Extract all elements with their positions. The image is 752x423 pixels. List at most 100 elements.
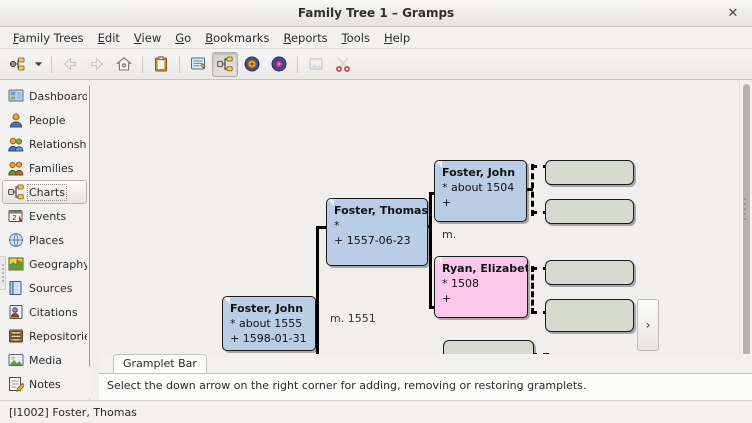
menu-item-reports[interactable]: Reports (283, 30, 328, 45)
toolbar-separator (51, 55, 52, 73)
sidebar-item-people[interactable]: People (2, 108, 87, 132)
menu-item-view[interactable]: View (133, 30, 162, 45)
menu-item-help[interactable]: Help (383, 30, 411, 45)
pedigree-box-ggp-4[interactable] (545, 299, 634, 332)
svg-text:2: 2 (13, 215, 17, 222)
sidebar-item-geography[interactable]: Geography (2, 252, 90, 276)
pedigree-death: + (442, 196, 452, 209)
canvas-scrollbar[interactable] (739, 80, 752, 400)
close-icon[interactable]: ✕ (727, 6, 739, 21)
sidebar-item-dashboard[interactable]: Dashboard (2, 84, 89, 108)
title-bar: Family Tree 1 – Gramps ✕ (0, 0, 752, 27)
charts-icon[interactable] (212, 51, 238, 77)
pedigree-box-ggp-1[interactable] (545, 160, 634, 185)
sidebar-item-events[interactable]: 2 Events (2, 204, 87, 228)
tab-gramplet-bar[interactable]: Gramplet Bar (113, 354, 207, 373)
pedigree-box-grandmother-paternal[interactable]: Ryan, Elizabeth* 1508+ (434, 256, 528, 318)
menu-item-bookmarks[interactable]: Bookmarks (205, 30, 270, 45)
media-icon[interactable] (303, 52, 329, 77)
go-back-icon[interactable] (57, 52, 83, 77)
canvas-scrollbar-grip (744, 198, 746, 220)
pedigree-box-root[interactable]: Foster, John * about 1555 + 1598-01-31 (222, 296, 316, 351)
chevron-down-icon[interactable] (31, 52, 46, 77)
sidebar-item-label: People (29, 113, 66, 127)
connector-dashed-ggm2 (531, 311, 549, 314)
status-text: [I1002] Foster, Thomas (9, 405, 137, 419)
sidebar-item-relationships[interactable]: Relationships (2, 132, 102, 156)
sidebar-item-families[interactable]: Families (2, 156, 87, 180)
sidebar-item-label: Events (29, 209, 67, 223)
reports-icon[interactable] (185, 52, 211, 77)
menu-bar: Family Trees Edit View Go Bookmarks Reports To… (0, 27, 752, 49)
marriage-label: m. 1551 (330, 312, 376, 325)
families-icon (8, 160, 24, 176)
window-title: Family Tree 1 – Gramps (297, 6, 455, 20)
person-chart-icon[interactable] (4, 52, 30, 77)
pedigree-box-ggp-2[interactable] (545, 199, 634, 224)
sidebar-item-label: Geography (29, 257, 90, 271)
gramplet-tabstrip: Gramplet Bar (113, 354, 207, 373)
sidebar-item-label: Charts (27, 183, 67, 201)
sidebar-item-sources[interactable]: Sources (2, 276, 87, 300)
pedigree-box-ggp-3[interactable] (545, 260, 634, 285)
menu-item-edit[interactable]: Edit (97, 30, 120, 45)
pedigree-death: + 1598-01-31 (230, 332, 307, 345)
pedigree-box-father[interactable]: Foster, Thomas*+ 1557-06-23 (326, 198, 428, 266)
canvas-scrollbar-thumb[interactable] (743, 84, 750, 396)
pedigree-death: + 1557-06-23 (334, 234, 411, 247)
sidebar-item-label: Notes (29, 377, 61, 391)
sidebar-item-media[interactable]: Media (2, 348, 87, 372)
notes-icon (8, 376, 26, 392)
scissors-icon[interactable] (330, 52, 356, 77)
repositories-icon (8, 328, 24, 344)
sidebar-item-label: Repositories (29, 329, 97, 343)
go-forward-icon[interactable] (84, 52, 110, 77)
sidebar-item-label: Places (29, 233, 64, 247)
globe-purple-icon[interactable] (266, 52, 292, 77)
pedigree-birth: * 1508 (442, 277, 479, 290)
toolbar-separator (179, 55, 180, 73)
globe-orange-icon[interactable] (239, 52, 265, 77)
dashboard-icon (8, 88, 24, 104)
relationships-icon (8, 136, 24, 152)
connector-dashed-ggm-top (531, 266, 534, 314)
pedigree-birth: * about 1504 (442, 181, 515, 194)
sources-icon (8, 280, 24, 296)
menu-item-family-trees[interactable]: Family Trees (13, 30, 84, 45)
places-icon (8, 232, 24, 248)
menu-item-go[interactable]: Go (175, 30, 192, 45)
pedigree-birth: * about 1555 (230, 317, 303, 330)
sidebar-item-charts[interactable]: Charts (2, 180, 87, 204)
status-bar: [I1002] Foster, Thomas (0, 400, 752, 423)
pedigree-birth: * (334, 219, 340, 232)
home-person-icon[interactable] (111, 52, 137, 77)
events-icon: 2 (8, 208, 24, 224)
sidebar-item-notes[interactable]: Notes (2, 372, 87, 396)
sidebar-item-label: Citations (29, 305, 78, 319)
expand-right-button[interactable]: › (637, 299, 659, 351)
pedigree-death: + (442, 292, 452, 305)
sidebar-item-label: Families (29, 161, 74, 175)
gramplet-help-text: Select the down arrow on the right corne… (99, 373, 752, 400)
charts-icon (8, 184, 24, 200)
media-icon (8, 352, 24, 368)
connector-dashed-ggp1 (531, 165, 549, 168)
sidebar-item-citations[interactable]: Citations (2, 300, 87, 324)
sidebar-item-repositories[interactable]: Repositories (2, 324, 97, 348)
menu-item-tools[interactable]: Tools (341, 30, 370, 45)
sidebar-item-label: Relationships (29, 137, 103, 151)
pedigree-box-grandfather-paternal[interactable]: Foster, John* about 1504+ (434, 160, 527, 222)
pedigree-name: Foster, John (230, 302, 304, 315)
sidebar-item-label: Sources (29, 281, 73, 295)
sidebar-item-places[interactable]: Places (2, 228, 87, 252)
gramplet-bar: Gramplet Bar Select the down arrow on th… (99, 354, 752, 400)
tool-bar (0, 49, 752, 80)
sidebar-item-label: Dashboard (29, 89, 89, 103)
pane-separator-handle[interactable] (0, 256, 6, 290)
people-icon (8, 112, 24, 128)
clipboard-icon[interactable] (148, 52, 174, 77)
